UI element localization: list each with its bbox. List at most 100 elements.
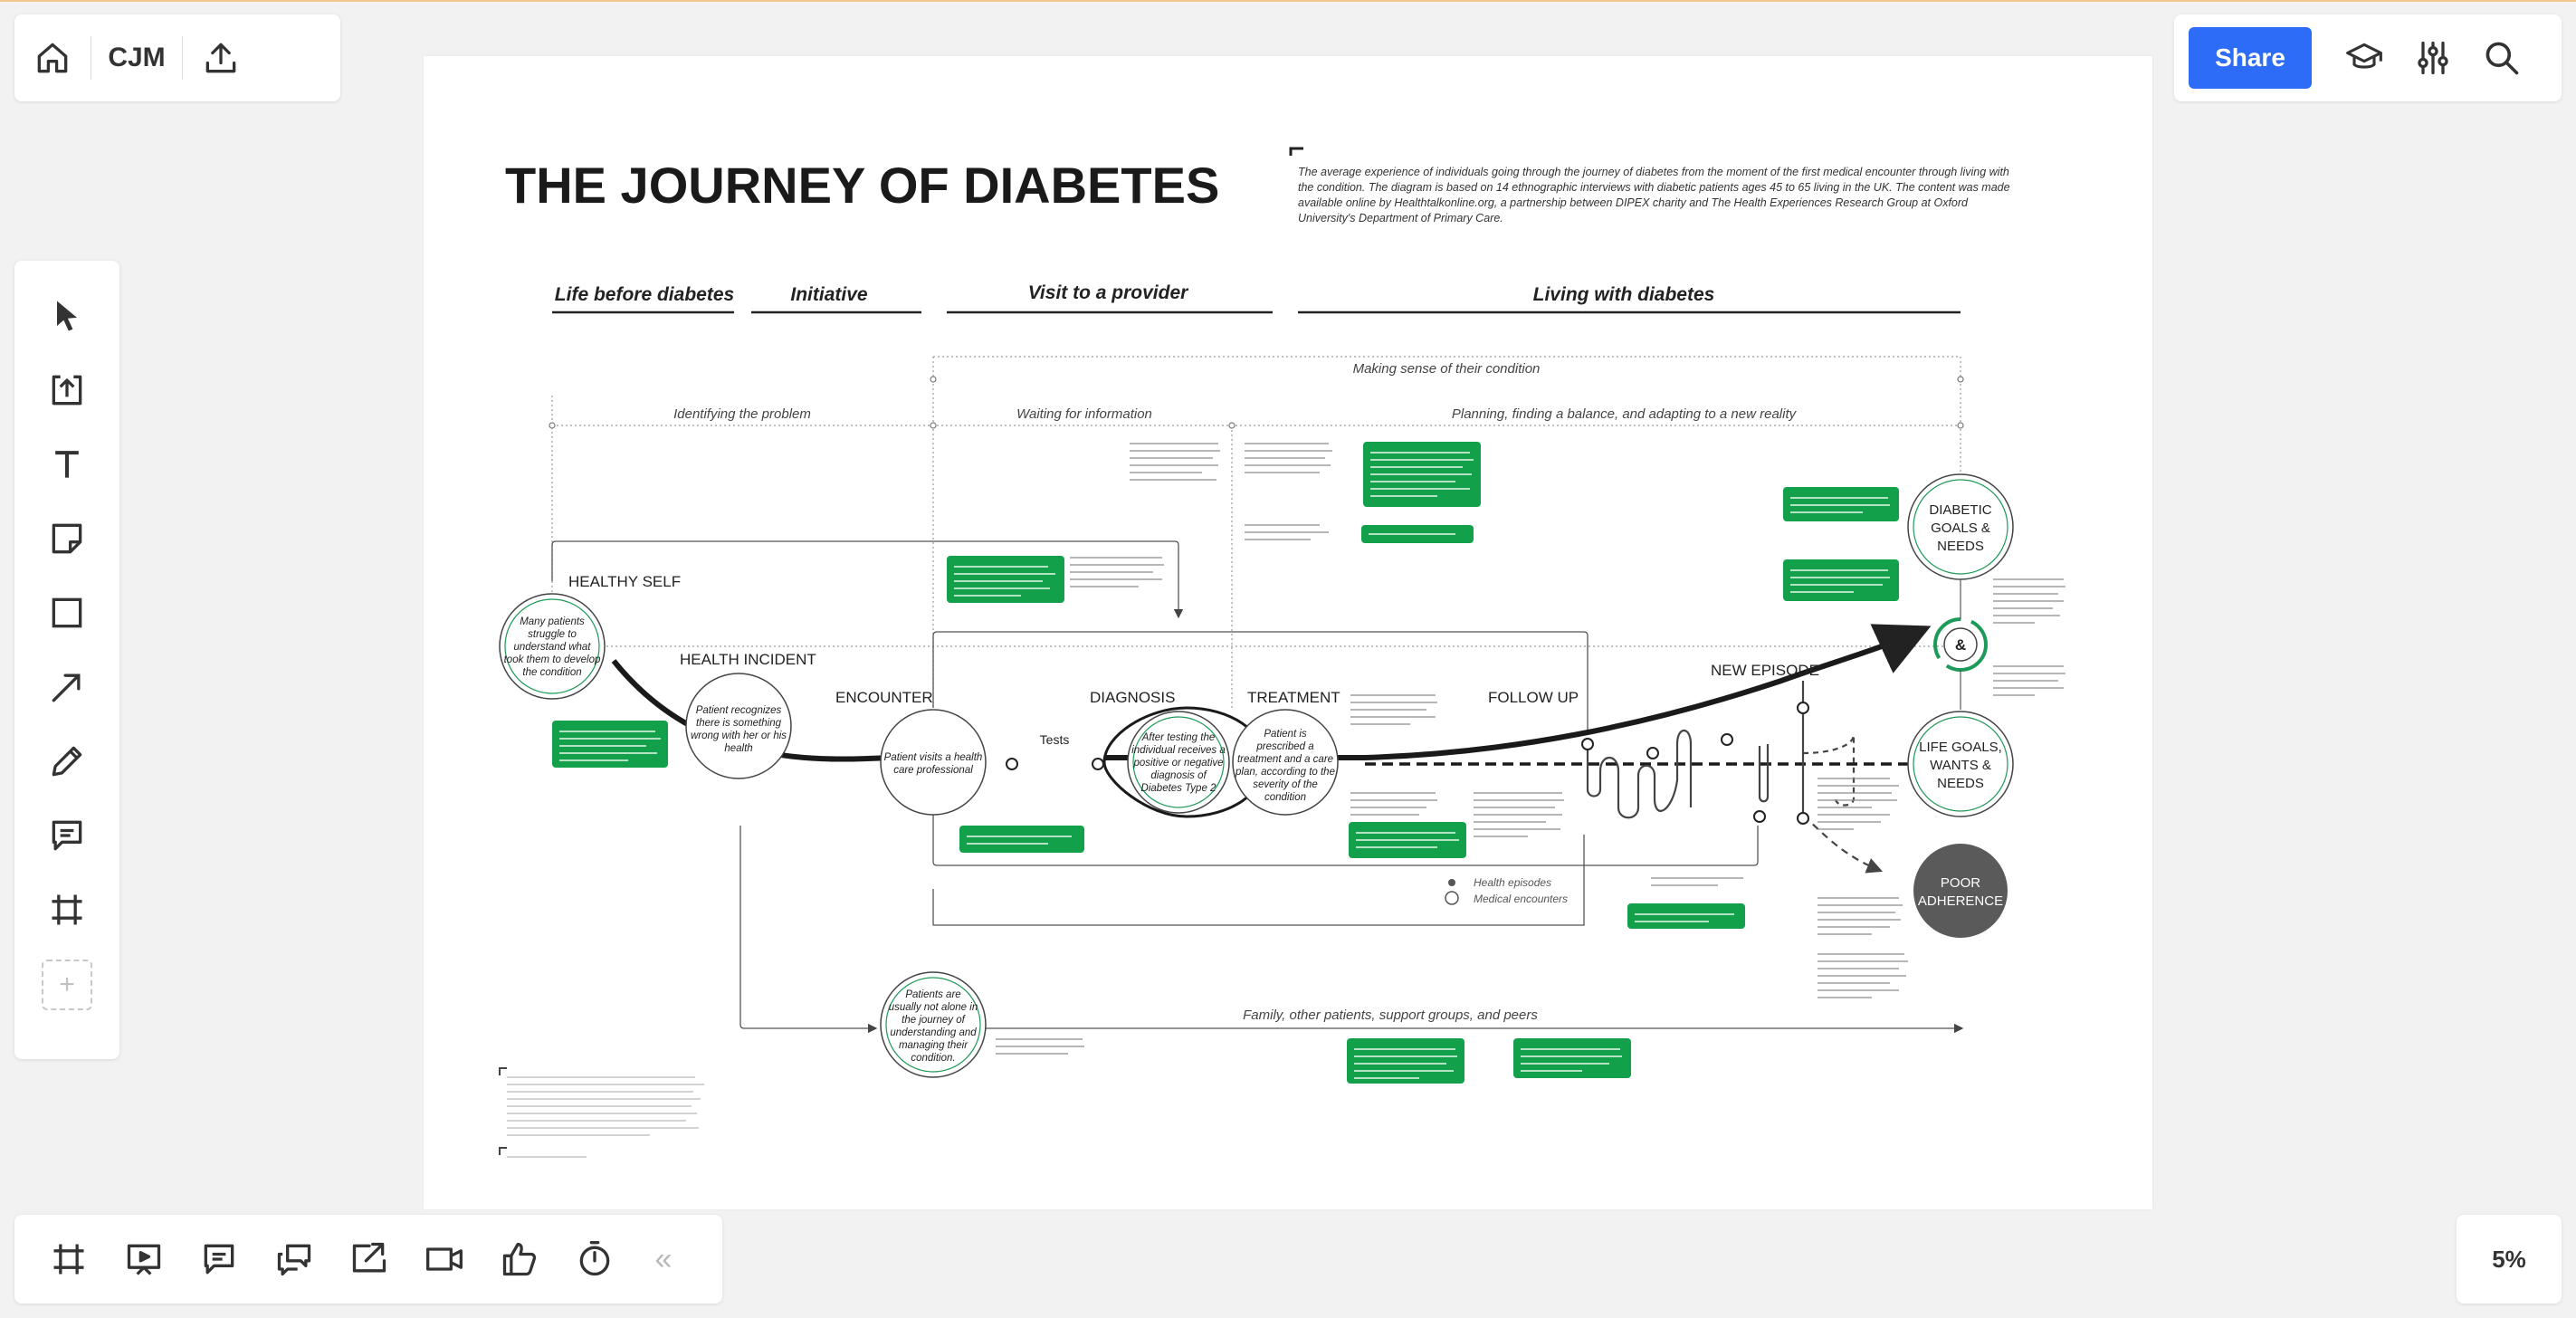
presentation-icon — [127, 1244, 160, 1275]
circle-text: struggle to — [528, 629, 577, 640]
journey-diagram: THE JOURNEY OF DIABETES The average expe… — [499, 147, 2066, 1158]
stage-follow-up: FOLLOW UP — [1488, 689, 1579, 706]
window-top-edge — [0, 0, 2576, 2]
learning-center-button[interactable] — [2330, 14, 2399, 101]
quote-note — [1783, 559, 1899, 601]
circle-text: took them to develop — [504, 654, 601, 665]
circle-text: WANTS & — [1930, 758, 1991, 773]
text-tool[interactable] — [29, 427, 105, 501]
comment-tool[interactable] — [29, 798, 105, 873]
left-toolbar: + — [14, 261, 119, 1059]
settings-button[interactable] — [2399, 14, 2467, 101]
text-icon — [55, 451, 79, 478]
add-tool-button[interactable]: + — [42, 960, 92, 1010]
square-icon — [52, 597, 82, 628]
circle-text: NEEDS — [1937, 539, 1984, 554]
phase-visit-provider: Visit to a provider — [1028, 282, 1189, 303]
loop-line — [932, 780, 1759, 866]
frames-button[interactable] — [31, 1215, 106, 1304]
quote-note — [1783, 487, 1899, 521]
ampersand-label: & — [1955, 636, 1966, 654]
circle-health-incident[interactable]: Patient recognizes there is something wr… — [685, 673, 792, 779]
circle-support[interactable]: Patients are usually not alone in the jo… — [880, 971, 987, 1078]
circle-text: NEEDS — [1937, 776, 1984, 791]
circle-text: wrong with her or his — [691, 731, 787, 741]
reactions-button[interactable] — [482, 1215, 557, 1304]
frames-icon — [53, 1244, 83, 1275]
legend-medical-encounters: Medical encounters — [1474, 893, 1568, 905]
circle-text: understanding and — [890, 1027, 977, 1038]
circle-life-goals[interactable]: LIFE GOALS, WANTS & NEEDS — [1907, 711, 2014, 817]
circle-text: Many patients — [520, 616, 585, 627]
loop-line — [932, 835, 1585, 926]
top-right-toolbar: Share — [2174, 14, 2562, 101]
circle-encounter[interactable]: Patient visits a health care professiona… — [880, 709, 987, 816]
board-name[interactable]: CJM — [108, 43, 166, 72]
export-button[interactable] — [183, 14, 259, 101]
chat-icon — [277, 1244, 310, 1276]
frame-tool[interactable] — [29, 873, 105, 947]
circle-poor-adherence[interactable]: POOR ADHERENCE — [1913, 844, 2008, 938]
circle-text: care professional — [893, 765, 973, 776]
share-screen-button[interactable] — [331, 1215, 406, 1304]
circle-diagnosis[interactable]: After testing the individual receives a … — [1127, 711, 1230, 814]
upload-icon — [52, 375, 82, 406]
circle-healthy-self[interactable]: Many patients struggle to understand wha… — [499, 593, 606, 700]
circle-text: GOALS & — [1931, 521, 1990, 536]
select-tool[interactable] — [29, 279, 105, 353]
legend-health-episodes: Health episodes — [1474, 876, 1551, 889]
phase-living-with: Living with diabetes — [1533, 284, 1715, 305]
circle-text: Patients are — [905, 989, 960, 1000]
arrow-tool[interactable] — [29, 650, 105, 724]
circle-text: After testing the — [1141, 732, 1216, 743]
home-icon — [37, 43, 68, 73]
loop-line — [932, 631, 1589, 733]
frame-icon — [52, 894, 82, 925]
comments-button[interactable] — [181, 1215, 256, 1304]
bottom-toolbar: « — [14, 1215, 722, 1304]
share-screen-icon — [352, 1242, 386, 1273]
presentation-button[interactable] — [106, 1215, 181, 1304]
board-canvas[interactable]: THE JOURNEY OF DIABETES The average expe… — [424, 56, 2152, 1209]
circle-text: there is something — [696, 718, 782, 729]
circle-text: Patient recognizes — [696, 705, 782, 716]
circle-text: condition — [1264, 792, 1306, 803]
home-button[interactable] — [14, 14, 91, 101]
upload-tool[interactable] — [29, 353, 105, 427]
stage-treatment: TREATMENT — [1247, 689, 1340, 706]
collapse-toolbar-button[interactable]: « — [654, 1241, 673, 1276]
upload-icon — [205, 43, 236, 73]
graduation-cap-icon — [2346, 43, 2382, 69]
circle-text: managing their — [899, 1040, 968, 1051]
subphase-waiting: Waiting for information — [1016, 406, 1152, 422]
circle-text: health — [724, 743, 752, 754]
references-block — [499, 1067, 704, 1158]
search-button[interactable] — [2467, 14, 2536, 101]
phase-life-before: Life before diabetes — [555, 284, 734, 305]
circle-diabetic-goals[interactable]: DIABETIC GOALS & NEEDS — [1907, 473, 2014, 580]
sticky-note-icon — [52, 523, 82, 554]
sliders-icon — [2418, 41, 2448, 75]
subphase-making-sense: Making sense of their condition — [1353, 361, 1541, 377]
description-line: The average experience of individuals go… — [1298, 166, 2009, 178]
subphase-planning: Planning, finding a balance, and adaptin… — [1452, 406, 1798, 422]
circle-text: treatment and a care — [1237, 754, 1333, 765]
loop-line — [551, 540, 1184, 619]
diagram-legend: Health episodes Medical encounters — [1445, 876, 1568, 905]
circle-treatment[interactable]: Patient is prescribed a treatment and a … — [1232, 709, 1339, 816]
description-line: available online by Healthtalkonline.org… — [1298, 196, 1969, 209]
tests-label: Tests — [1040, 732, 1070, 747]
circle-text: understand what — [513, 642, 591, 653]
zoom-level[interactable]: 5% — [2457, 1215, 2562, 1304]
circle-text: individual receives a — [1131, 745, 1226, 756]
share-button[interactable]: Share — [2189, 27, 2312, 89]
pen-tool[interactable] — [29, 724, 105, 798]
circle-text: usually not alone in — [889, 1002, 978, 1013]
timer-icon — [579, 1241, 609, 1276]
timer-button[interactable] — [557, 1215, 632, 1304]
circle-text: severity of the — [1253, 779, 1318, 790]
shape-tool[interactable] — [29, 576, 105, 650]
chat-button[interactable] — [256, 1215, 331, 1304]
sticky-note-tool[interactable] — [29, 501, 105, 576]
video-button[interactable] — [406, 1215, 482, 1304]
